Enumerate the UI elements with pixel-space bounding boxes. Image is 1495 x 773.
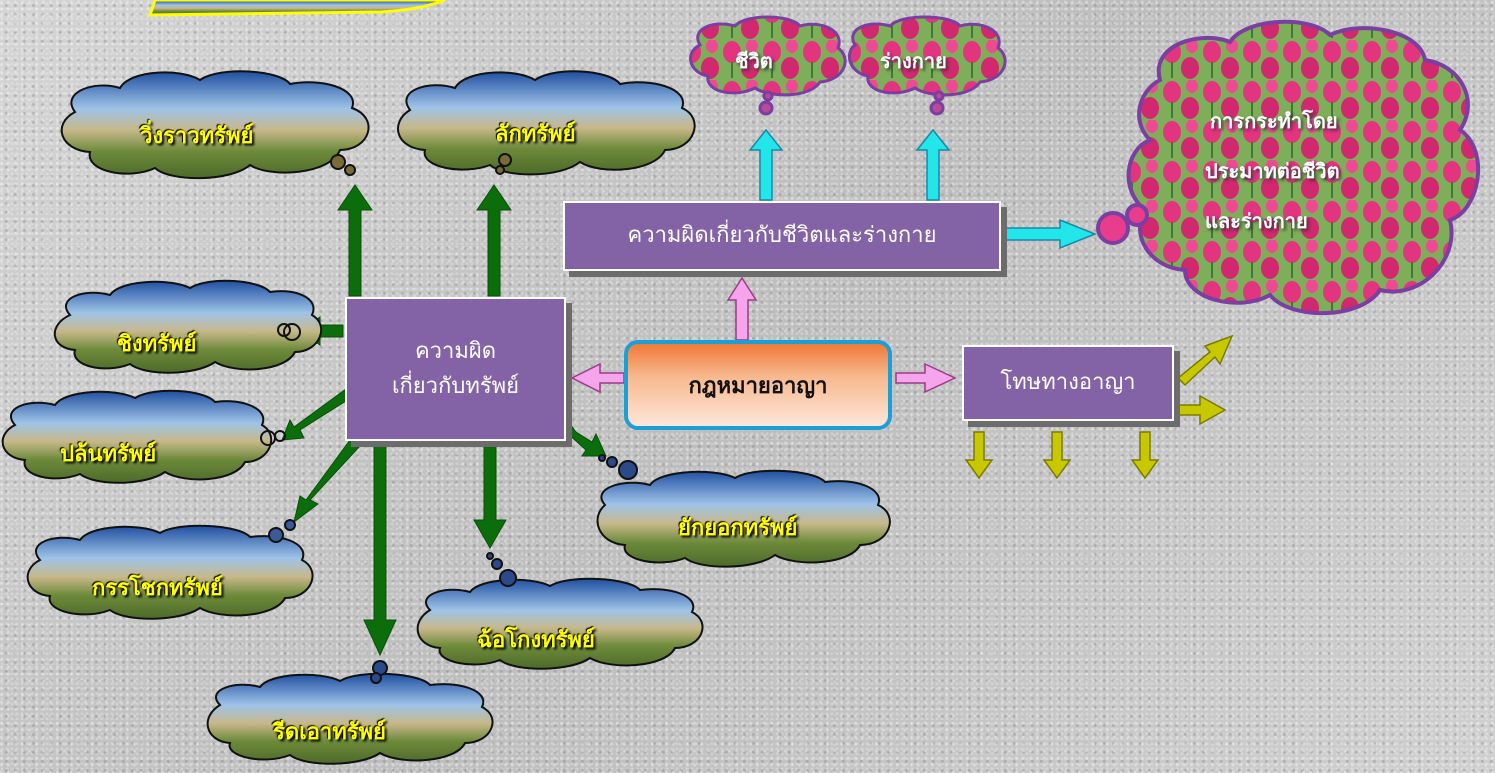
label-robbery: ชิงทรัพย์	[117, 331, 197, 357]
cloud-body	[847, 15, 1007, 116]
cloud-misappropriation	[596, 454, 891, 568]
top-banner-cloud	[147, 0, 446, 17]
property-box-line2: เกี่ยวกับทรัพย์	[391, 374, 520, 399]
cloud-fraud	[416, 552, 704, 670]
label-negligence-3: และร่างกาย	[1205, 209, 1308, 233]
criminal-law-center-box: กฎหมายอาญา	[624, 340, 892, 430]
green-arrows	[281, 184, 607, 657]
penalty-box-label: โทษทางอาญา	[1000, 370, 1136, 396]
cloud-life	[689, 15, 847, 116]
cloud-negligence	[1096, 19, 1481, 316]
cloud-robbery	[53, 279, 323, 374]
life-body-offense-box: ความผิดเกี่ยวกับชีวิตและร่างกาย	[563, 201, 1001, 271]
cyan-arrows	[748, 128, 1098, 250]
label-negligence-2: ประมาทต่อชีวิต	[1205, 159, 1340, 183]
label-fraud: ฉ้อโกงทรัพย์	[477, 627, 595, 653]
label-body: ร่างกาย	[880, 49, 947, 73]
criminal-penalty-box: โทษทางอาญา	[962, 345, 1174, 421]
cloud-extortion-left	[26, 519, 314, 620]
label-life: ชีวิต	[735, 49, 773, 73]
label-gang-robbery: ปล้นทรัพย์	[60, 441, 157, 467]
pink-arrows	[570, 276, 957, 394]
label-negligence-1: การกระทำโดย	[1210, 109, 1338, 133]
property-offense-box: ความผิด เกี่ยวกับทรัพย์	[345, 297, 566, 441]
cloud-snatch	[60, 70, 370, 180]
label-receiving: กรรโชกทรัพย์	[92, 575, 223, 601]
label-misappropriation: ยักยอกทรัพย์	[678, 515, 798, 541]
cloud-reedao	[206, 660, 494, 765]
yellow-arrows	[964, 334, 1234, 480]
life-box-label: ความผิดเกี่ยวกับชีวิตและร่างกาย	[627, 223, 937, 249]
label-extortion: รีดเอาทรัพย์	[273, 719, 386, 745]
label-snatch: วิ่งราวทรัพย์	[140, 123, 254, 149]
criminal-law-label: กฎหมายอาญา	[688, 372, 828, 399]
property-box-line1: ความผิด	[414, 338, 497, 364]
cloud-theft	[397, 70, 696, 176]
label-theft: ลักทรัพย์	[495, 121, 576, 147]
cloud-gang-robbery	[1, 389, 286, 484]
